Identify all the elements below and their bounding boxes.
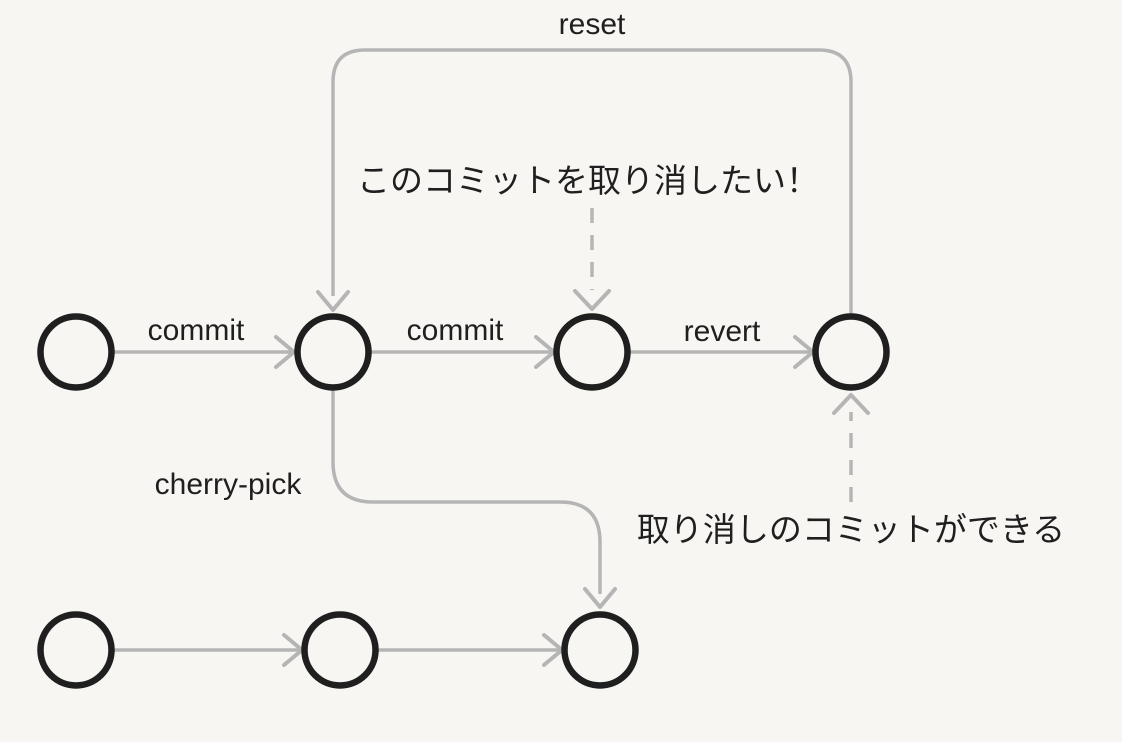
commit-node-bottom-2 [301, 611, 379, 689]
arrowhead-down-icon [573, 289, 611, 311]
edge-bottom-1 [114, 633, 304, 667]
reset-label: reset [559, 8, 626, 41]
edge-annotation-undo-result [832, 393, 870, 502]
edge-commit-1 [114, 335, 296, 369]
commit-label-2: commit [407, 314, 504, 347]
edges [114, 48, 870, 667]
labels: reset このコミットを取り消したい！ commit commit rever… [148, 8, 1066, 548]
edge-reset [316, 48, 853, 314]
arrowhead-right-icon [274, 335, 296, 369]
arrowhead-down-icon [583, 587, 617, 609]
commit-node-top-4 [812, 313, 890, 391]
commit-node-top-3 [553, 313, 631, 391]
annotation-undo-result-label: 取り消しのコミットができる [637, 511, 1065, 548]
commit-node-top-1 [37, 313, 115, 391]
revert-label: revert [684, 315, 761, 348]
commit-node-bottom-3 [561, 611, 639, 689]
edge-reset-path [331, 48, 853, 314]
nodes [37, 313, 890, 689]
commit-label-1: commit [148, 314, 245, 347]
cherry-pick-label: cherry-pick [155, 468, 303, 501]
edge-bottom-2 [378, 633, 564, 667]
arrowhead-up-icon [832, 393, 870, 415]
edge-cherry-pick-path [331, 388, 602, 594]
edge-annotation-undo-wish [573, 208, 611, 311]
arrowhead-down-icon [316, 290, 350, 312]
commit-node-bottom-1 [37, 611, 115, 689]
commit-node-top-2 [294, 313, 372, 391]
annotation-undo-wish-label: このコミットを取り消したい！ [357, 162, 819, 199]
edge-cherry-pick [331, 388, 617, 609]
